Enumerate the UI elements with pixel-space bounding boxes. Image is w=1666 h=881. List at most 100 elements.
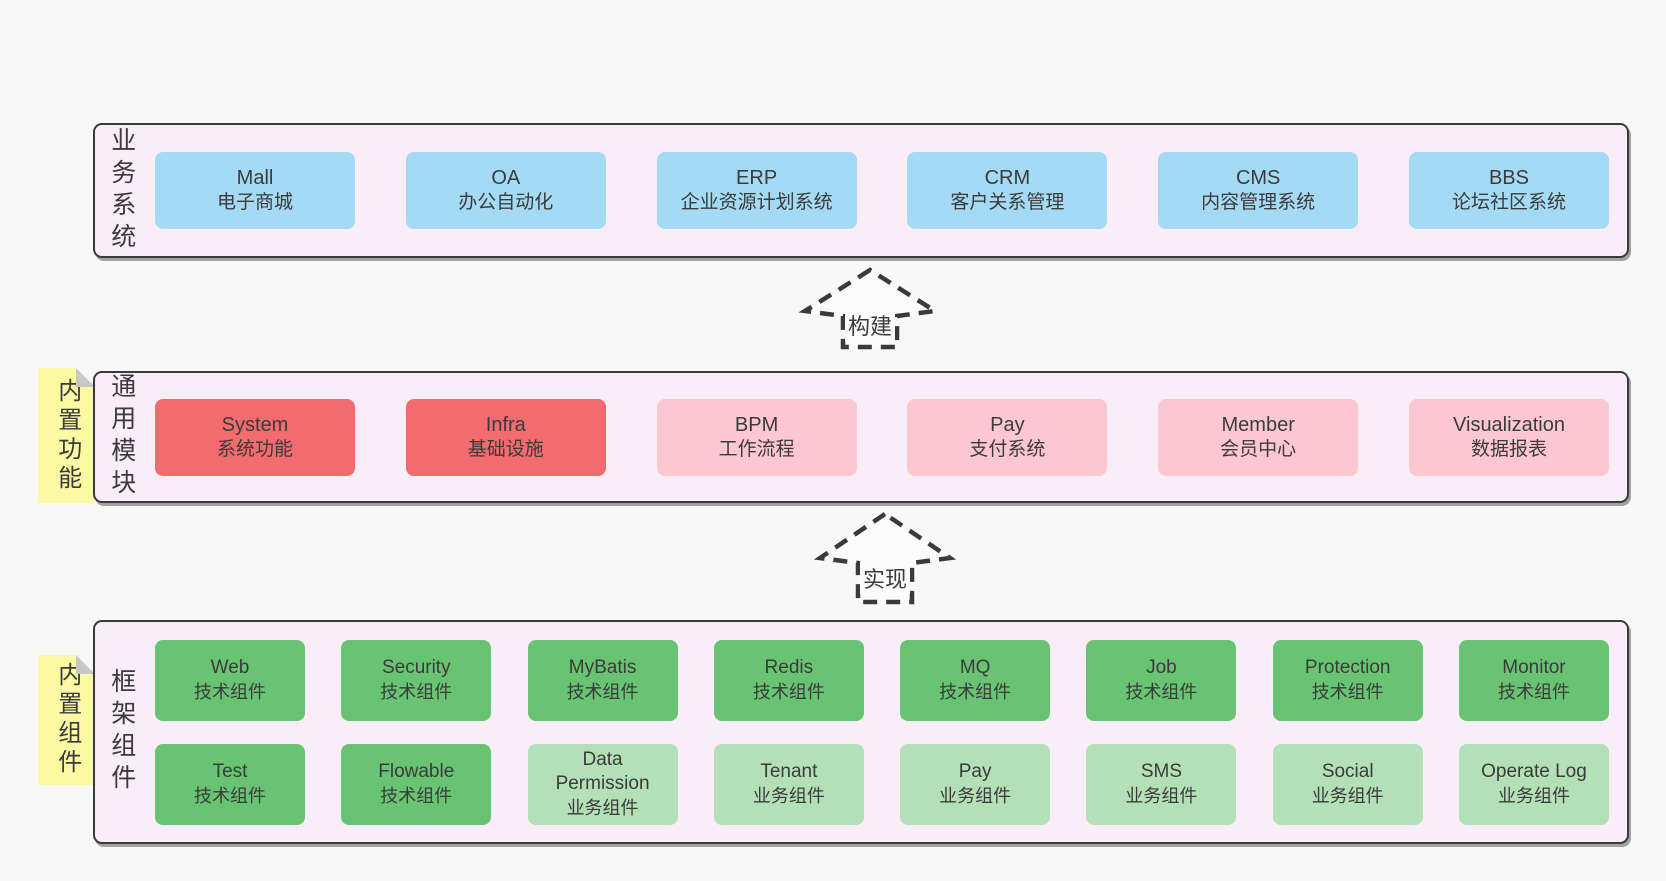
box-subtitle: 业务组件	[566, 797, 639, 818]
box-title: Data Permission	[555, 748, 650, 795]
arrow-label: 实现	[859, 562, 911, 594]
box-title: Visualization	[1453, 413, 1565, 436]
box-subtitle: 基础设施	[467, 438, 544, 460]
note-label: 内置组件	[53, 662, 81, 778]
box-tenant: Tenant 业务组件	[713, 743, 864, 825]
box-subtitle: 技术组件	[1125, 681, 1198, 702]
box-subtitle: 数据报表	[1470, 438, 1547, 460]
box-title: System	[221, 413, 289, 436]
box-title: Pay	[958, 760, 992, 782]
box-mq: MQ 技术组件	[900, 639, 1051, 721]
box-protection: Protection 技术组件	[1272, 639, 1423, 721]
arrow-label: 构建	[844, 309, 896, 341]
box-job: Job 技术组件	[1086, 639, 1237, 721]
box-title: Redis	[764, 656, 814, 678]
layer-title-text: 框架组件	[107, 668, 136, 796]
box-subtitle: 系统功能	[216, 438, 293, 460]
box-subtitle: 业务组件	[1125, 785, 1198, 806]
box-title: MyBatis	[568, 656, 637, 678]
box-redis: Redis 技术组件	[713, 639, 864, 721]
layer-title-vertical: 业务系统	[103, 125, 139, 256]
box-title: MQ	[959, 656, 991, 678]
box-title: CMS	[1235, 167, 1281, 190]
box-subtitle: 技术组件	[939, 681, 1012, 702]
box-subtitle: 技术组件	[566, 681, 639, 702]
box-subtitle: 技术组件	[380, 785, 453, 806]
box-title: Protection	[1304, 656, 1391, 678]
box-subtitle: 技术组件	[380, 681, 453, 702]
box-title: BPM	[734, 413, 779, 436]
builtin-features-note: 内置功能	[38, 368, 95, 503]
folded-corner	[76, 368, 95, 387]
box-subtitle: 办公自动化	[458, 192, 554, 214]
box-subtitle: 客户关系管理	[950, 192, 1065, 214]
box-title: Infra	[485, 413, 526, 436]
build-arrow: 构建	[795, 266, 945, 350]
box-subtitle: 技术组件	[1497, 681, 1570, 702]
box-subtitle: 技术组件	[194, 785, 266, 806]
box-title: SMS	[1140, 760, 1182, 782]
box-title: Member	[1221, 413, 1295, 436]
box-sms: SMS 业务组件	[1086, 743, 1237, 825]
box-subtitle: 业务组件	[752, 785, 825, 806]
folded-corner	[76, 655, 95, 674]
box-title: Social	[1321, 760, 1374, 782]
builtin-components-note: 内置组件	[38, 655, 95, 785]
box-title: Flowable	[378, 760, 455, 782]
box-title: CRM	[984, 167, 1031, 190]
box-subtitle: 内容管理系统	[1201, 192, 1316, 214]
box-title: BBS	[1488, 167, 1529, 190]
layer-title-text: 通用模块	[107, 373, 136, 501]
box-subtitle: 技术组件	[752, 681, 825, 702]
box-subtitle: 电子商城	[216, 192, 293, 214]
implement-arrow: 实现	[810, 510, 960, 606]
dashed-up-arrow-icon	[798, 267, 942, 350]
box-title: Job	[1146, 656, 1177, 678]
box-subtitle: 业务组件	[939, 785, 1012, 806]
box-mybatis: MyBatis 技术组件	[527, 639, 678, 721]
layer-title-text: 业务系统	[107, 126, 136, 255]
box-title: Mall	[236, 167, 274, 190]
box-title: OA	[491, 167, 521, 190]
dashed-up-arrow-icon	[813, 511, 957, 605]
box-subtitle: 技术组件	[194, 681, 266, 702]
box-subtitle: 企业资源计划系统	[680, 192, 833, 214]
box-subtitle: 论坛社区系统	[1451, 192, 1566, 214]
layer-title-vertical: 通用模块	[103, 373, 139, 501]
note-label: 内置功能	[53, 377, 81, 494]
box-flowable: Flowable 技术组件	[341, 743, 492, 825]
box-subtitle: 技术组件	[1311, 681, 1384, 702]
box-monitor: Monitor 技术组件	[1458, 639, 1609, 721]
layer-title-vertical: 框架组件	[103, 622, 139, 842]
box-title: Monitor	[1502, 656, 1566, 678]
box-title: Pay	[990, 413, 1025, 436]
box-subtitle: 支付系统	[969, 438, 1046, 460]
box-title: Tenant	[760, 760, 818, 782]
box-title: ERP	[736, 167, 778, 190]
box-title: Test	[212, 760, 248, 782]
